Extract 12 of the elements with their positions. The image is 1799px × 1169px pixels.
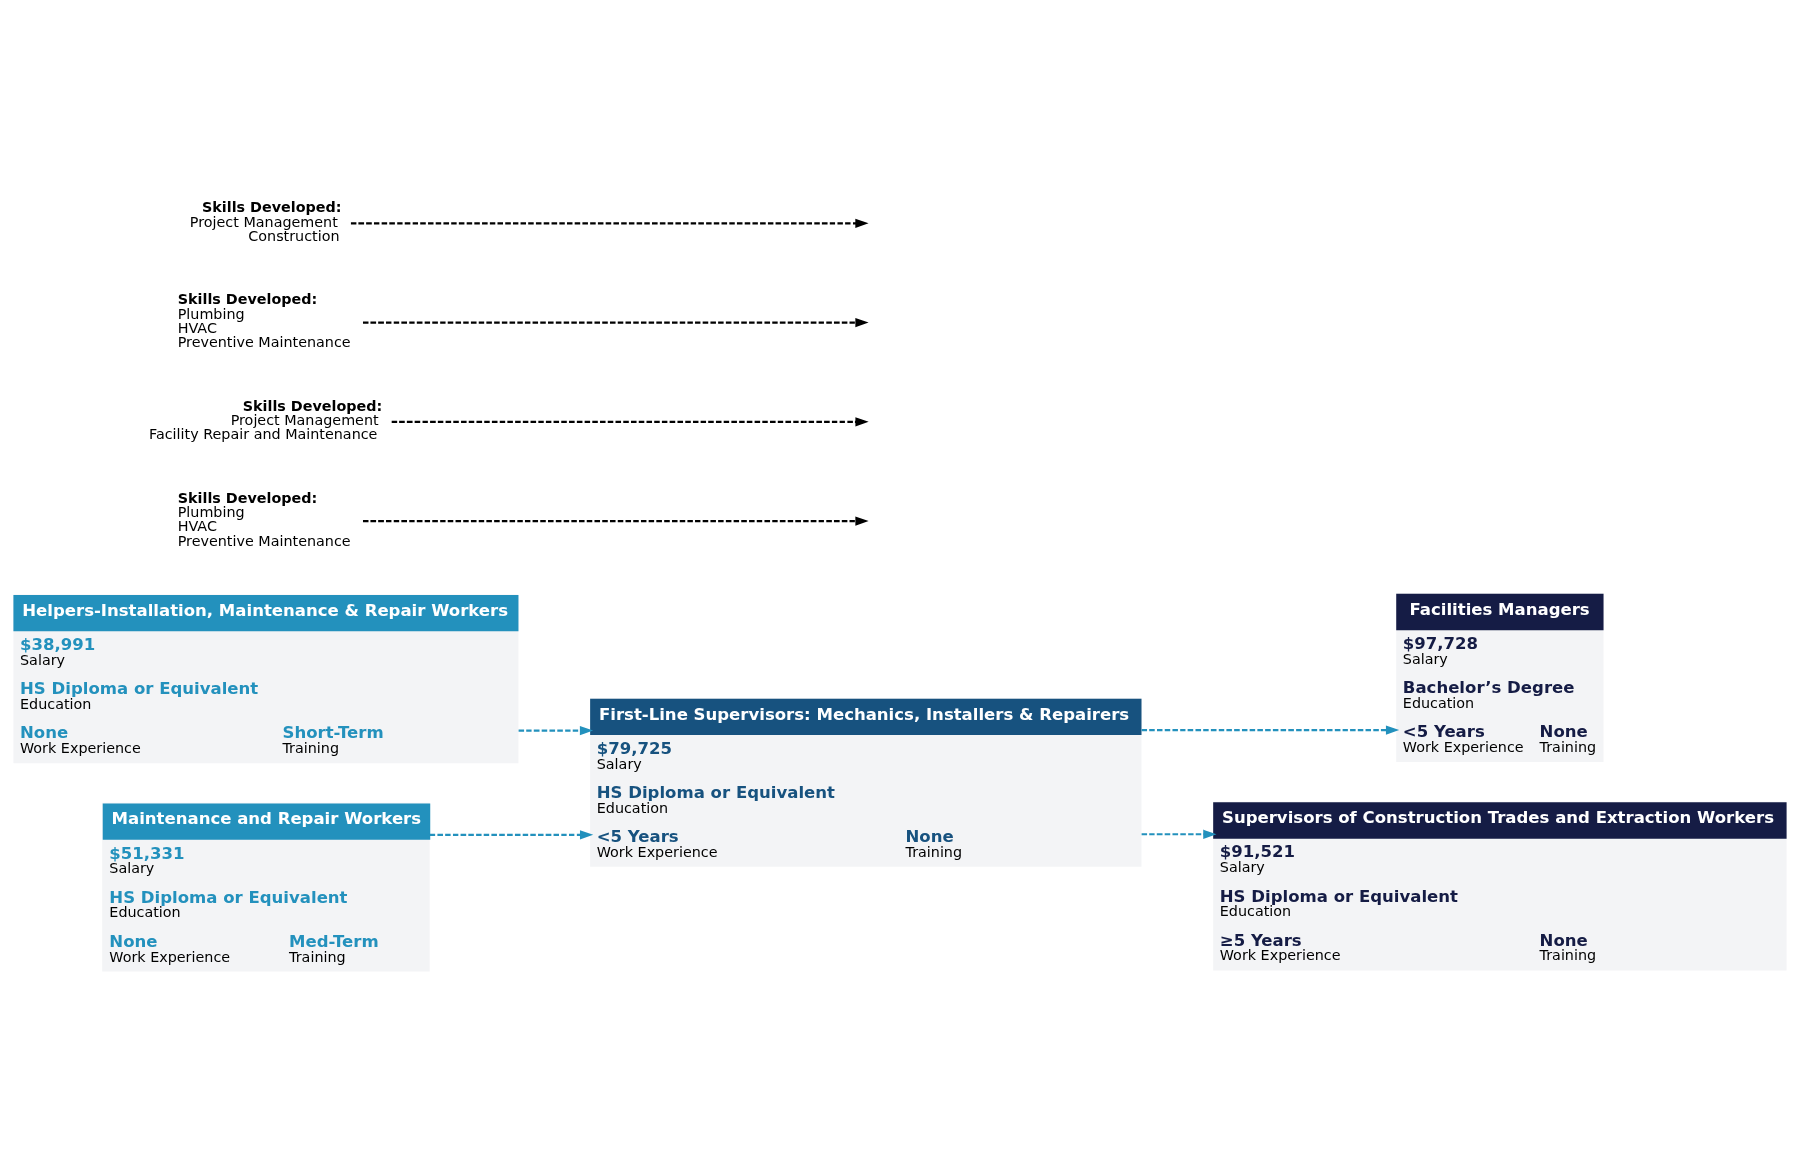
arrow [362, 516, 869, 526]
arrow [1141, 829, 1216, 839]
arrow [362, 317, 869, 328]
arrow [518, 725, 593, 736]
arrow [1141, 725, 1399, 735]
node-text: Skills Developed: Plumbing HVAC Preventive Maintenance [177, 489, 351, 549]
arrow [391, 417, 869, 427]
node-text: Skills Developed: Project Management Construction [189, 199, 341, 244]
node-text: Skills Developed: Plumbing HVAC Preventive Maintenance [177, 291, 351, 351]
arrow [429, 830, 593, 840]
arrow [350, 218, 869, 228]
node-text: Skills Developed: Project Management Facility Repair and Maintenance [148, 397, 382, 443]
